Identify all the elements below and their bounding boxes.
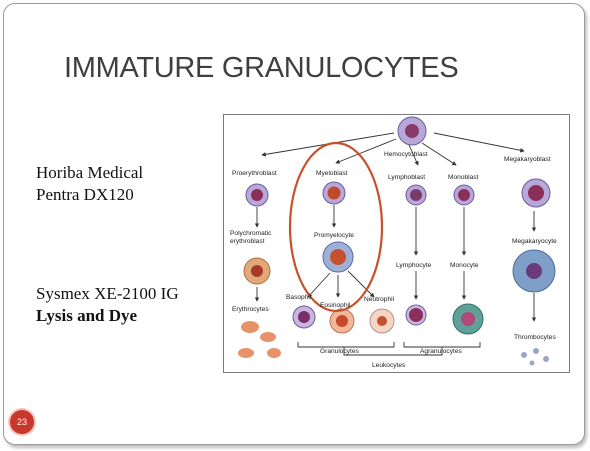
label-eosinophil: Eosinophil xyxy=(320,302,351,309)
hematopoiesis-diagram: Hemocytoblast Proerythroblast Myeloblast… xyxy=(223,114,570,373)
neutrophil-cell xyxy=(369,308,395,334)
proerythroblast-cell xyxy=(245,183,269,207)
page-number: 23 xyxy=(16,417,27,427)
label-neutrophil: Neutrophil xyxy=(364,296,395,303)
group-brackets xyxy=(297,342,481,356)
myeloblast-cell xyxy=(322,181,346,205)
label-basophil: Basophil xyxy=(286,294,312,301)
label-lymphoblast: Lymphoblast xyxy=(388,174,425,181)
lymphoblast-cell xyxy=(405,184,427,206)
label-monoblast: Monoblast xyxy=(448,174,479,181)
label-polychromatic-1: Polychromatic xyxy=(230,230,272,237)
hematopoiesis-svg: Hemocytoblast Proerythroblast Myeloblast… xyxy=(230,116,557,369)
lymphocyte-cell xyxy=(405,304,427,326)
granulocyte-highlight-oval xyxy=(288,141,384,313)
hemocytoblast-cell xyxy=(397,116,427,146)
basophil-cell xyxy=(292,305,316,329)
analyzer-1-model: Pentra DX120 xyxy=(36,185,134,204)
label-granulocytes: Granulocytes xyxy=(320,348,360,355)
label-erythrocytes: Erythrocytes xyxy=(232,306,269,313)
eosinophil-cell xyxy=(329,308,355,334)
erythrocyte-cells xyxy=(238,321,281,358)
label-lymphocyte: Lymphocyte xyxy=(396,262,432,269)
label-agranulocytes: Agranulocytes xyxy=(420,348,462,355)
lineage-arrows xyxy=(254,132,537,322)
analyzer-2-method: Lysis and Dye xyxy=(36,306,138,325)
megakaryoblast-cell xyxy=(521,178,551,208)
analyzer-2-model: Sysmex XE-2100 IG xyxy=(36,284,179,303)
label-proerythroblast: Proerythroblast xyxy=(232,170,277,177)
label-polychromatic-2: erythroblast xyxy=(230,238,265,245)
label-megakaryoblast: Megakaryoblast xyxy=(504,156,551,163)
monoblast-cell xyxy=(453,184,475,206)
polychromatic-erythroblast-cell xyxy=(243,257,271,285)
slide-title: IMMATURE GRANULOCYTES xyxy=(64,52,459,84)
megakaryocyte-cell xyxy=(512,249,556,293)
label-monocyte: Monocyte xyxy=(450,262,479,269)
label-megakaryocyte: Megakaryocyte xyxy=(512,238,557,245)
label-myeloblast: Myeloblast xyxy=(316,170,348,177)
label-leukocytes: Leukocytes xyxy=(372,362,406,369)
thrombocyte-cells xyxy=(521,348,549,366)
analyzer-1-name: Horiba Medical xyxy=(36,163,144,182)
label-hemocytoblast: Hemocytoblast xyxy=(384,151,428,158)
label-thrombocytes: Thrombocytes xyxy=(514,334,556,341)
label-promyelocyte: Promyelocyte xyxy=(314,232,354,239)
promyelocyte-cell xyxy=(322,241,354,273)
page-number-badge: 23 xyxy=(10,410,34,434)
monocyte-cell xyxy=(452,303,484,335)
